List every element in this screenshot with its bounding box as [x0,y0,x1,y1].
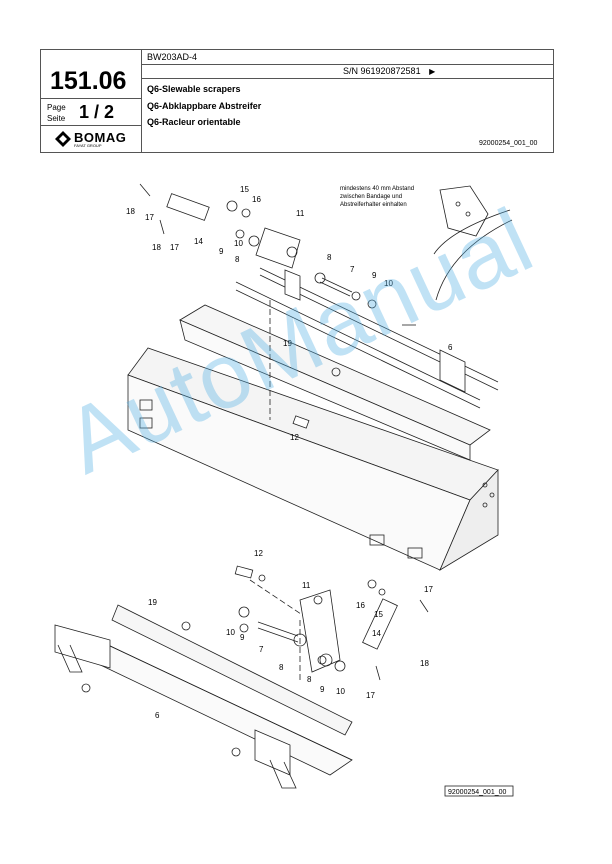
callout-label: 10 [384,279,393,288]
callout-label: 16 [356,601,365,610]
model-label: BW203AD-4 [147,52,198,62]
callout-label: 9 [372,271,377,280]
page-label-en: Page [47,103,66,112]
footer-ref: 92000254_001_00 [448,789,507,796]
callout-label: 15 [240,185,249,194]
callout-label: 8 [307,675,312,684]
callout-label: 16 [252,195,261,204]
callout-label: 10 [234,239,243,248]
callout-label: 17 [424,585,433,594]
header-block: BW203AD-4 S/N 961920872581 ▶ 151.06 Page… [40,49,554,153]
serial-number: S/N 961920872581 ▶ [343,66,435,76]
title-de: Q6-Abklappbare Abstreifer [147,101,262,111]
callout-label: 10 [336,687,345,696]
note-line-3: Abstreiferhalter einhalten [340,202,407,208]
callout-label: 7 [259,645,264,654]
callout-label: 19 [148,598,157,607]
callout-label: 11 [302,581,311,590]
page-of: 1 / 2 [79,102,115,122]
callout-label: 8 [327,253,332,262]
clearance-note: mindestens 40 mm Abstand zwischen Bandag… [340,186,414,208]
brand-name: BOMAG [74,130,127,145]
bomag-logo: BOMAG FAYAT GROUP [55,130,135,148]
bottom-callouts: 12 19 11 16 15 17 14 10 9 7 8 8 9 10 18 … [148,549,433,720]
bomag-logo-icon [55,131,71,147]
callout-label: 15 [374,610,383,619]
page-number: 151.06 [50,67,127,95]
callout-label: 8 [279,663,284,672]
doc-ref: 92000254_001_00 [479,140,538,147]
callout-label: 8 [235,255,240,264]
callout-label: 17 [170,243,179,252]
callout-label: 11 [296,209,305,218]
callout-label: 12 [290,433,299,442]
serial-text: S/N 961920872581 [343,66,421,76]
title-en: Q6-Slewable scrapers [147,84,241,94]
callout-label: 9 [320,685,325,694]
callout-label: 18 [420,659,429,668]
arrow-right-icon: ▶ [429,67,436,76]
callout-label: 7 [350,265,355,274]
note-line-2: zwischen Bandage und [340,194,402,200]
callout-label: 17 [145,213,154,222]
note-line-1: mindestens 40 mm Abstand [340,186,414,192]
callout-label: 18 [126,207,135,216]
callout-label: 6 [448,343,453,352]
footer-ref-box [444,785,514,797]
callout-label: 14 [372,629,381,638]
top-callouts: 18 17 18 17 14 15 16 9 10 8 11 8 7 9 10 … [126,185,453,442]
callout-label: 17 [366,691,375,700]
callout-label: 10 [226,628,235,637]
title-fr: Q6-Racleur orientable [147,117,241,127]
callout-label: 14 [194,237,203,246]
brand-sub: FAYAT GROUP [74,143,102,148]
callout-label: 6 [155,711,160,720]
callout-label: 19 [283,339,292,348]
page-label-de: Seite [47,114,66,123]
callout-label: 9 [219,247,224,256]
callout-label: 18 [152,243,161,252]
callout-label: 9 [240,633,245,642]
callout-label: 12 [254,549,263,558]
